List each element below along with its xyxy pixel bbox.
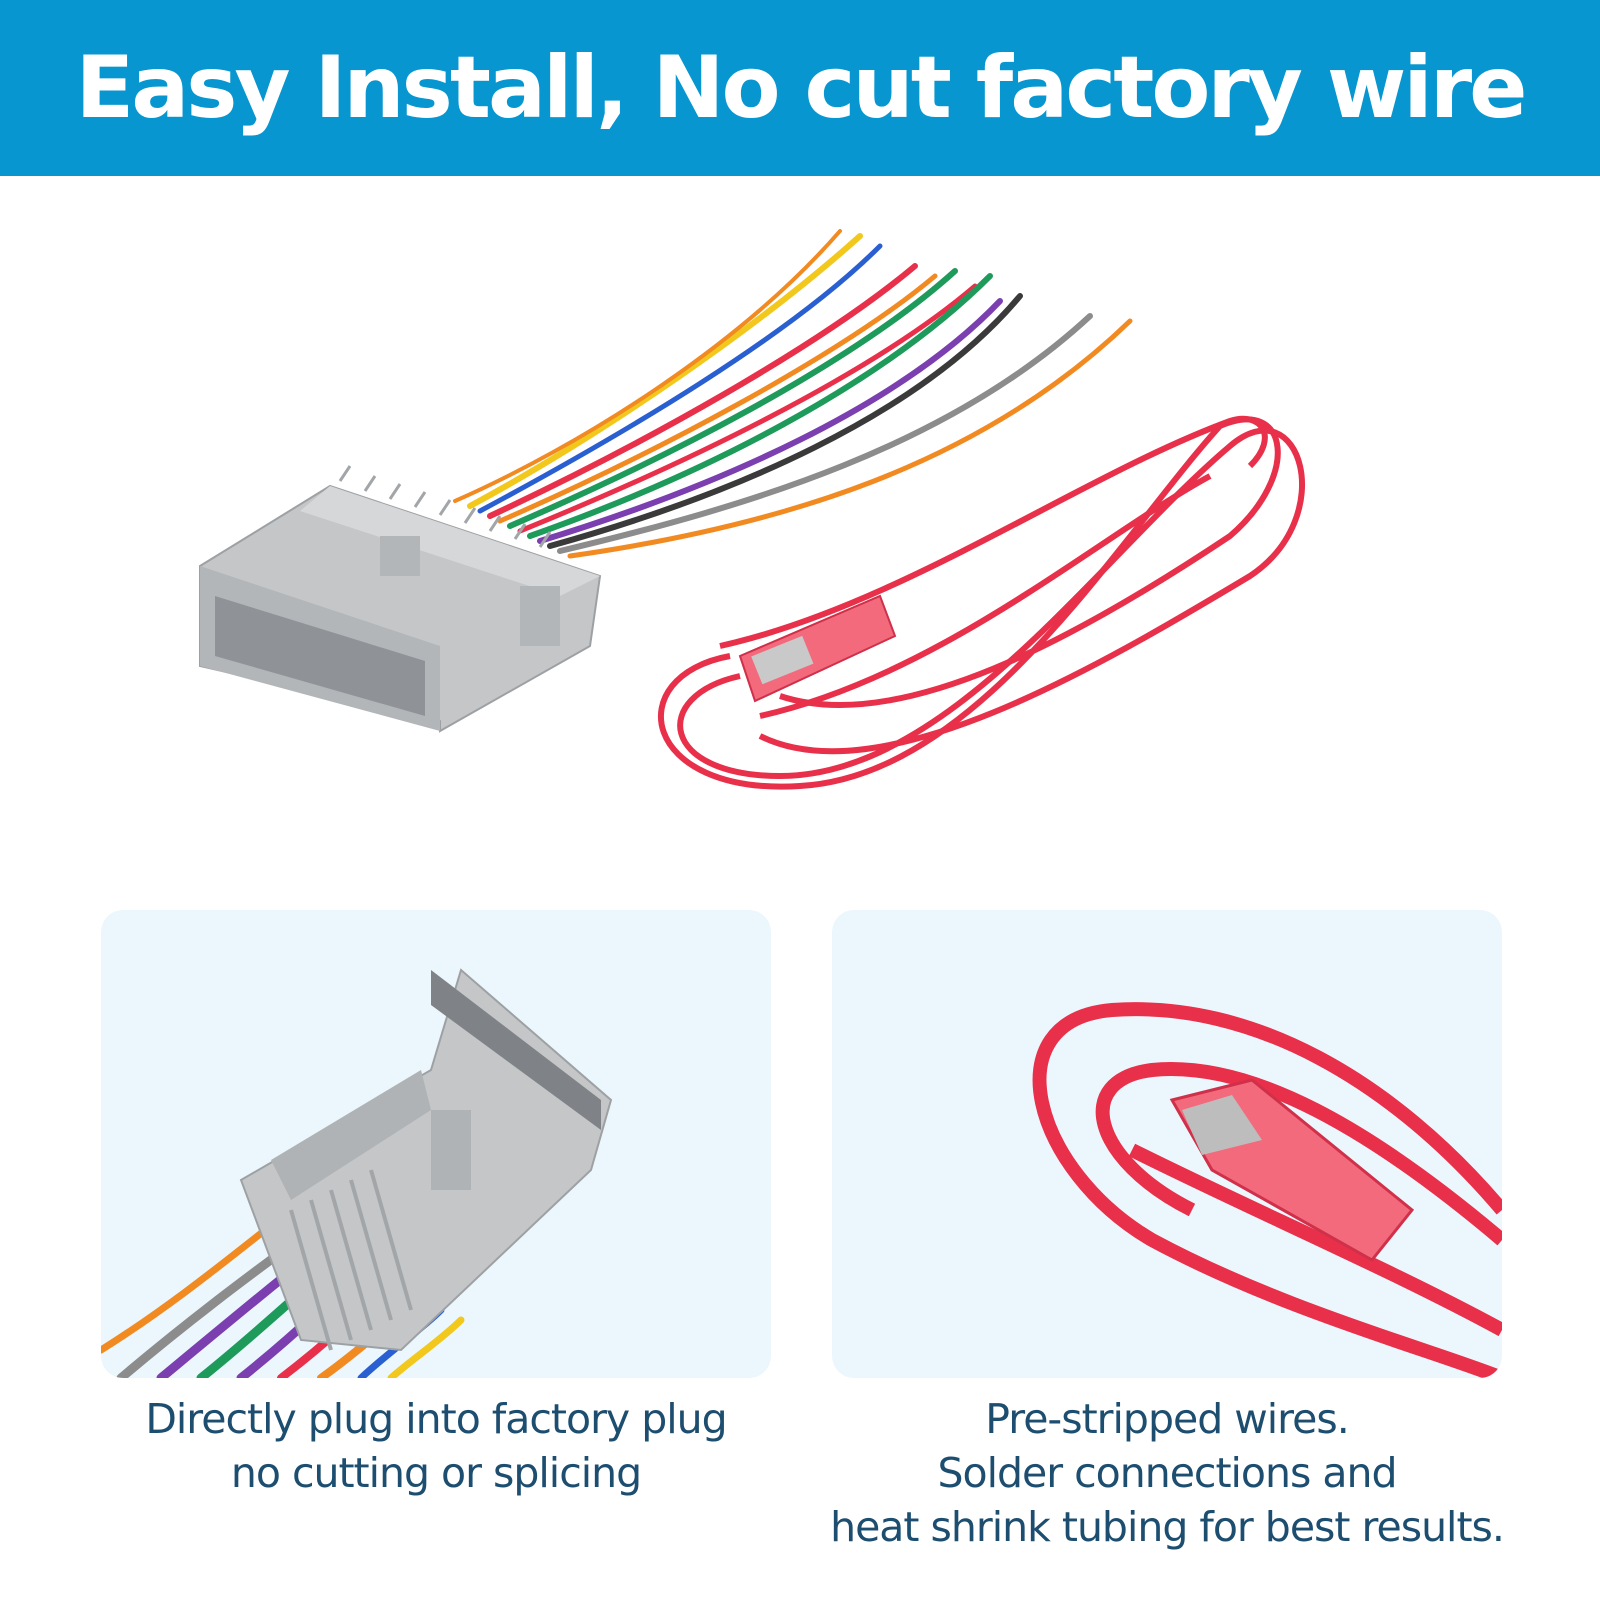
banner-title: Easy Install, No cut factory wire: [75, 38, 1527, 138]
wire-harness-connector-icon: [453, 229, 1133, 559]
panel-terminal-closeup: [832, 910, 1502, 1378]
connector-closeup-icon: [101, 968, 613, 1378]
hero-product-image: [0, 176, 1600, 876]
caption-line: Pre-stripped wires.: [985, 1395, 1350, 1443]
terminal-connector-icon: [738, 594, 897, 703]
caption-right: Pre-stripped wires. Solder connections a…: [787, 1392, 1547, 1554]
red-power-wire-icon: [658, 415, 1306, 790]
caption-line: Directly plug into factory plug: [145, 1395, 727, 1443]
terminal-closeup-icon: [1032, 1002, 1502, 1378]
caption-left: Directly plug into factory plug no cutti…: [56, 1392, 816, 1500]
panel-connector-closeup: [101, 910, 771, 1378]
caption-line: Solder connections and: [937, 1449, 1397, 1497]
caption-line: heat shrink tubing for best results.: [830, 1503, 1505, 1551]
header-banner: Easy Install, No cut factory wire: [0, 0, 1600, 176]
caption-line: no cutting or splicing: [230, 1449, 642, 1497]
connector-body: [199, 465, 602, 733]
